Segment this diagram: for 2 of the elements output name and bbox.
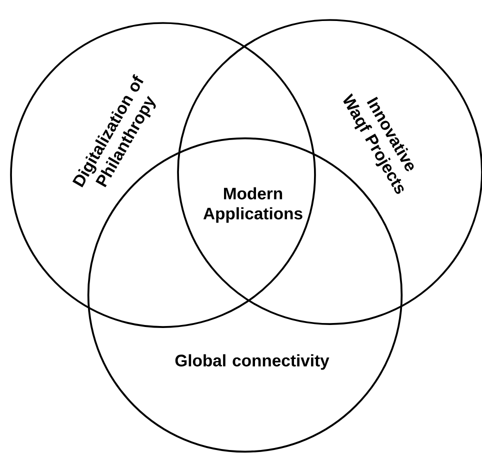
overlap-label: Modern Applications xyxy=(203,187,302,223)
circle-label: Global connectivity xyxy=(175,354,330,370)
